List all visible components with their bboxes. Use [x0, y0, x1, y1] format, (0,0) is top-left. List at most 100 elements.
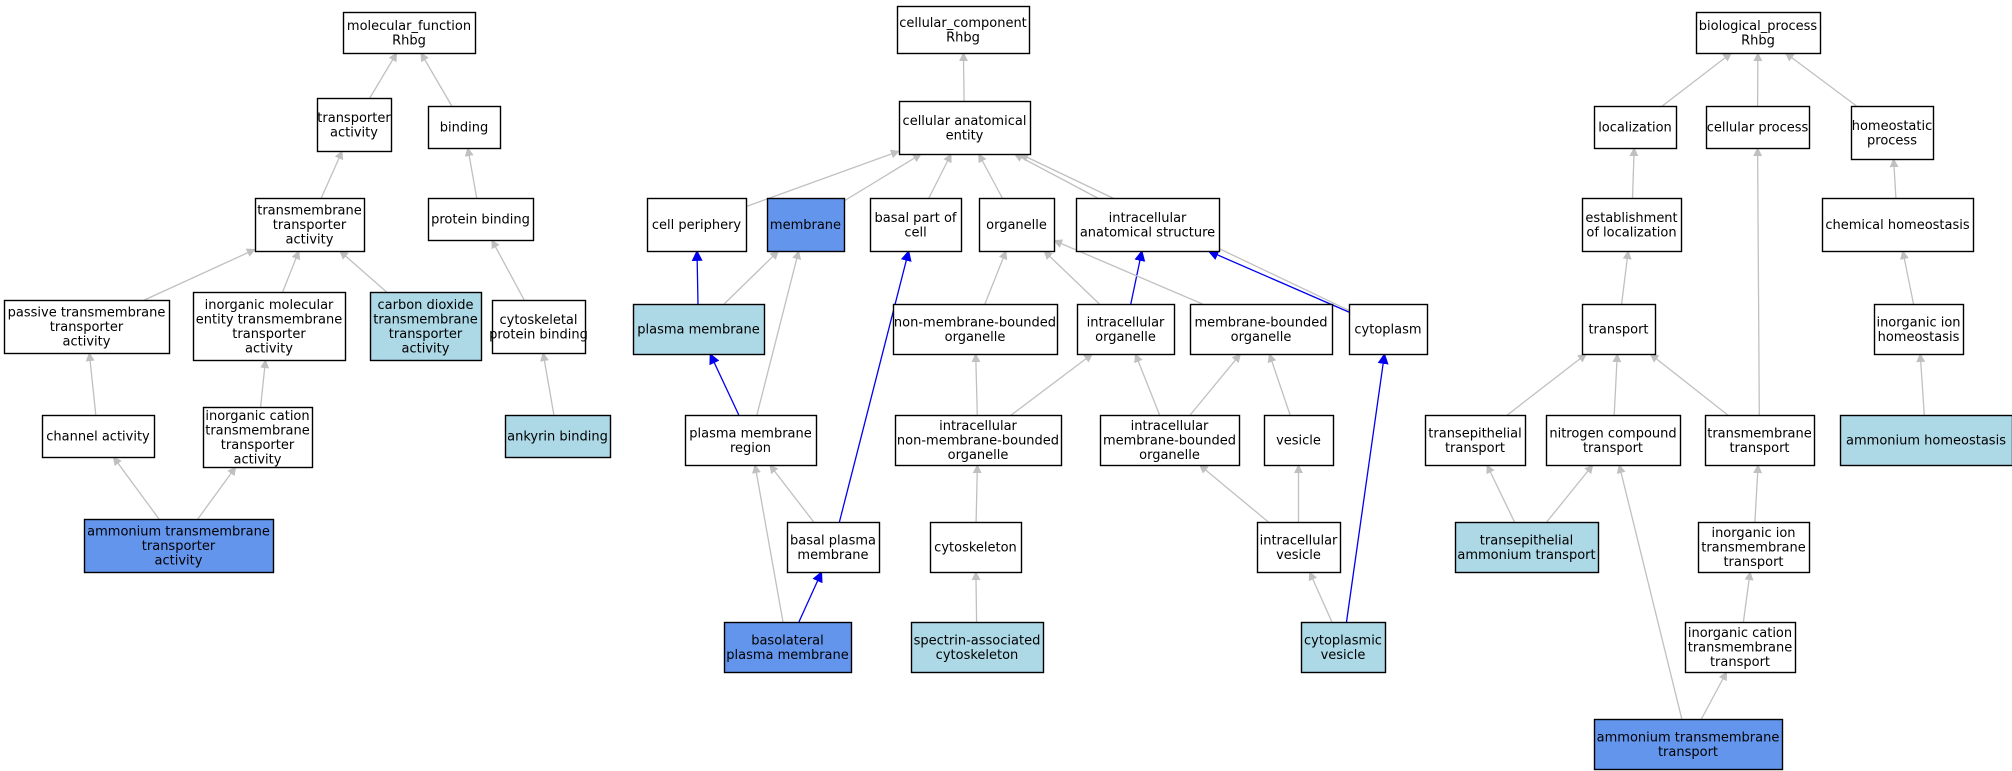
node-cdtta[interactable]: carbon dioxidetransmembranetransporterac… — [369, 291, 483, 362]
node-ankb[interactable]: ankyrin binding — [504, 414, 612, 459]
node-label-line: organelle — [948, 448, 1009, 463]
node-box — [504, 414, 612, 459]
node-label-line: activity — [155, 554, 203, 569]
node-label-line: intracellular — [1087, 315, 1165, 330]
edge-tet-to-tr — [1506, 353, 1587, 416]
node-label-line: ammonium transport — [1457, 548, 1595, 563]
edge-imetta-to-tmta — [281, 250, 301, 293]
edge-tmt-to-cp — [1753, 147, 1763, 416]
node-loc[interactable]: localization — [1593, 105, 1678, 150]
node-label-line: cytoskeleton — [936, 648, 1019, 663]
edge-iitt-to-tmt — [1753, 464, 1763, 523]
edge-tmt-to-tr — [1649, 353, 1729, 416]
node-label-line: basolateral — [751, 633, 824, 648]
node-cyto[interactable]: cytoplasm — [1348, 303, 1429, 356]
node-box — [202, 406, 314, 469]
node-box — [892, 303, 1059, 356]
node-box — [1839, 414, 2012, 467]
node-box — [254, 197, 366, 253]
node-ch[interactable]: chemical homeostasis — [1821, 197, 1975, 253]
edge-pmr-to-pm — [709, 353, 740, 416]
node-label-line: inorganic ion — [1711, 526, 1795, 541]
node-label-line: cellular_component — [899, 16, 1027, 31]
node-amta[interactable]: ammonium transmembranetransporteractivit… — [83, 518, 275, 574]
node-box — [898, 100, 1032, 156]
node-label-line: channel activity — [46, 430, 150, 445]
node-cp[interactable]: cellular process — [1705, 105, 1811, 150]
node-box — [1593, 718, 1784, 771]
node-tr[interactable]: transport — [1581, 303, 1657, 356]
node-csk[interactable]: cytoskeleton — [929, 521, 1023, 574]
node-label-line: cellular anatomical — [903, 114, 1027, 129]
node-label-line: intracellular — [939, 419, 1017, 434]
node-ah[interactable]: ammonium homeostasis — [1839, 414, 2012, 467]
node-icta[interactable]: inorganic cationtransmembranetransporter… — [202, 406, 314, 469]
node-label-line: transmembrane — [373, 312, 478, 327]
node-label-line: entity transmembrane — [196, 312, 342, 327]
node-box — [723, 621, 853, 674]
node-pm[interactable]: plasma membrane — [632, 303, 766, 356]
edge-ah-to-iih — [1916, 353, 1926, 416]
node-label-line: establishment — [1585, 211, 1677, 226]
node-box — [41, 414, 156, 459]
edge-imbo-to-mbo — [1189, 353, 1241, 416]
edge-io-to-ias — [1130, 249, 1146, 305]
node-label-line: non-membrane-bounded — [897, 434, 1059, 449]
node-org[interactable]: organelle — [978, 197, 1056, 253]
node-label-line: non-membrane-bounded — [894, 315, 1056, 330]
node-bind[interactable]: binding — [427, 105, 502, 150]
edge-io-to-org — [1043, 250, 1100, 305]
node-label-line: activity — [245, 341, 293, 356]
node-box — [646, 197, 748, 253]
edge-ptta-to-tmta — [144, 248, 256, 301]
node-chan[interactable]: channel activity — [41, 414, 156, 459]
edge-tmta-to-ta — [320, 150, 344, 199]
edge-iv-to-imbo — [1198, 464, 1269, 523]
node-label-line: transporter — [232, 327, 306, 342]
edge-amtt-to-ictt — [1700, 671, 1728, 720]
node-box — [491, 299, 587, 355]
node-ves[interactable]: vesicle — [1263, 414, 1335, 467]
node-label-line: cellular process — [1707, 121, 1809, 136]
node-box — [1593, 105, 1678, 150]
node-inmbo[interactable]: intracellularnon-membrane-boundedorganel… — [894, 414, 1063, 467]
node-label-line: transport — [1588, 323, 1648, 338]
node-label-line: Rhbg — [392, 33, 426, 48]
node-pb[interactable]: protein binding — [427, 197, 535, 242]
node-cper[interactable]: cell periphery — [646, 197, 748, 253]
node-label-line: cytoplasmic — [1304, 633, 1382, 648]
node-label-line: protein binding — [489, 327, 588, 342]
node-memb[interactable]: membrane — [766, 197, 846, 253]
